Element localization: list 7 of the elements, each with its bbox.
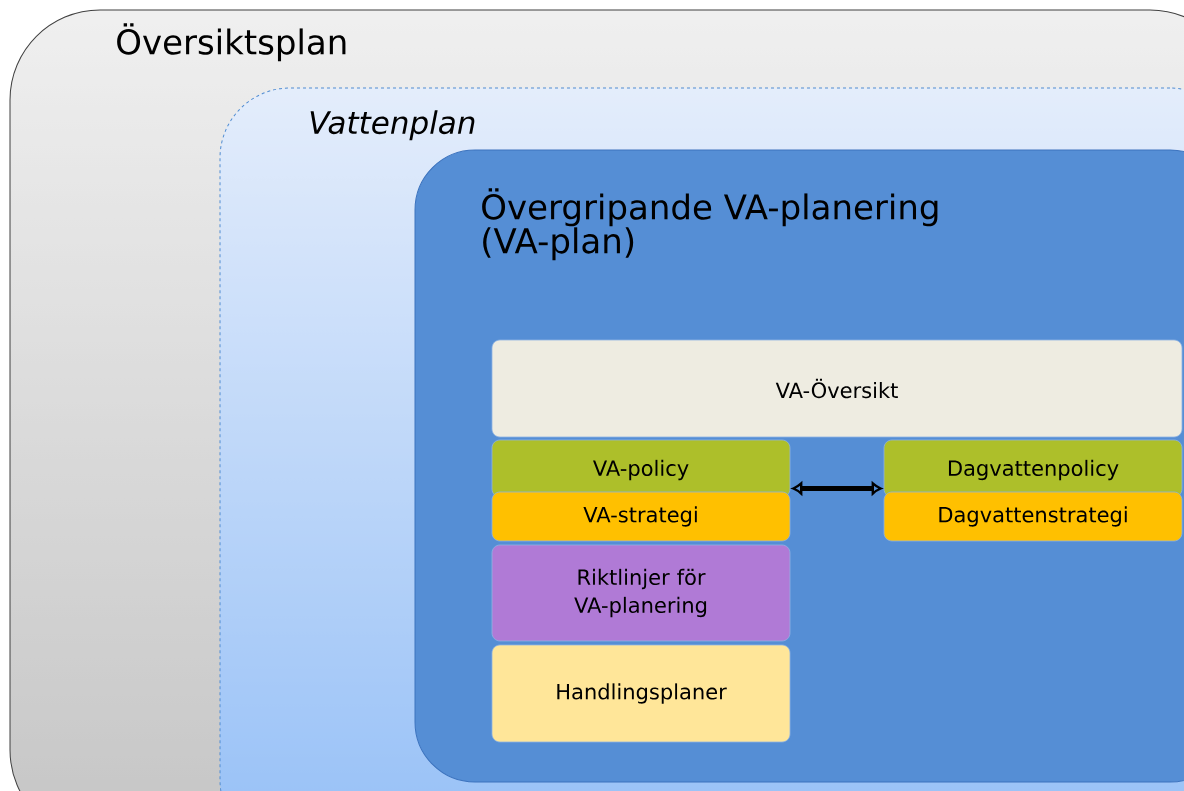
plan-box: VA-policy (491, 439, 791, 498)
plan-box: Riktlinjer för VA-planering (491, 544, 791, 642)
plan-box: VA-Översikt (491, 339, 1183, 438)
plan-box: VA-strategi (491, 491, 791, 542)
plan-box: Handlingsplaner (491, 644, 791, 743)
plan-box: Dagvattenstrategi (883, 491, 1183, 542)
double-arrow (792, 482, 882, 495)
